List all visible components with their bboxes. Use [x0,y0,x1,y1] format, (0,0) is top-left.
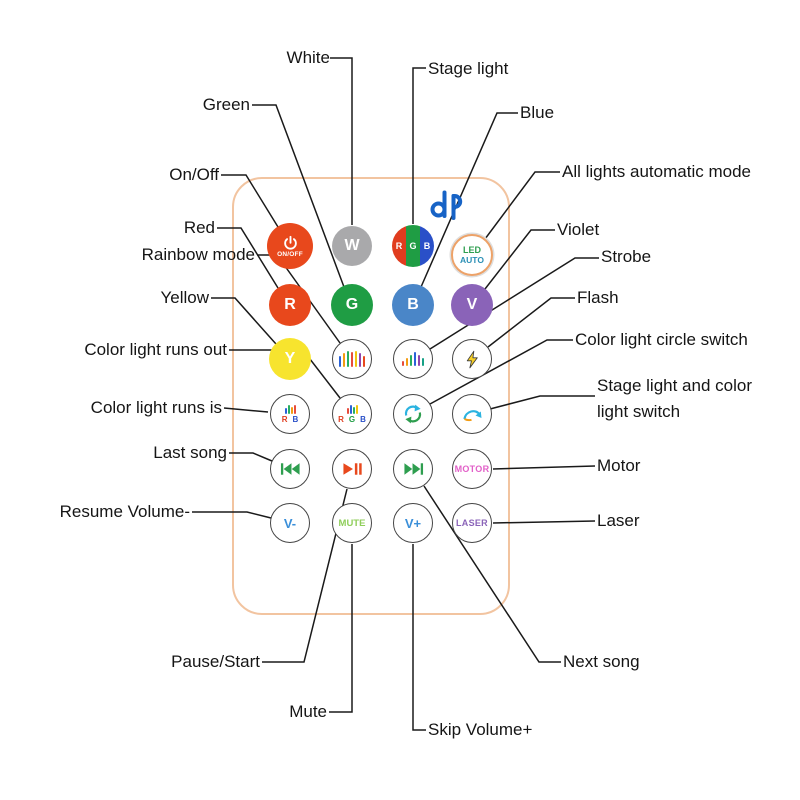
previous-icon [280,463,300,475]
callout-label-green: Green [202,95,250,114]
rgb-g-label: G [409,241,417,251]
runs-out-b: B [360,414,366,424]
color-light-runs-is-button[interactable]: R B [270,394,310,434]
callout-label-flash: Flash [577,288,619,307]
next-icon [403,463,423,475]
laser-button[interactable]: LASER [452,503,492,543]
green-button[interactable]: G [331,284,373,326]
runs-is-r: R [281,414,288,424]
callout-label-violet: Violet [557,220,600,239]
flash-button[interactable] [452,339,492,379]
callout-label-blue: Blue [520,103,555,122]
pause-start-button[interactable] [332,449,372,489]
stage-color-switch-button[interactable] [452,394,492,434]
callout-label-stage-switch: Stage light and color light switch [597,376,752,421]
callout-label-runs-is: Color light runs is [90,398,222,417]
white-button[interactable]: W [332,226,372,266]
callout-label-red: Red [183,218,215,237]
callout-label-on-off: On/Off [169,165,219,184]
cycle-arrows-icon [404,404,422,424]
rgb-button[interactable]: R G B [392,225,434,267]
yellow-button-label: Y [284,350,296,367]
led-auto-line1: LED [463,245,481,255]
mute-button-label: MUTE [338,517,366,529]
strobe-button[interactable] [393,339,433,379]
green-button-label: G [345,296,359,313]
callout-label-runs-out: Color light runs out [84,340,227,359]
runs-out-letters: R G B [338,415,366,424]
violet-button[interactable]: V [451,284,493,326]
motor-button[interactable]: MOTOR [452,449,492,489]
callout-label-skip-volume: Skip Volume+ [428,720,533,739]
laser-button-label: LASER [455,518,488,528]
callout-label-circle-switch: Color light circle switch [575,330,748,349]
color-light-runs-out-button[interactable]: R G B [332,394,372,434]
yellow-button[interactable]: Y [269,338,311,380]
volume-down-button[interactable]: V- [270,503,310,543]
callout-label-white: White [286,48,330,67]
blue-button[interactable]: B [392,284,434,326]
callout-label-strobe: Strobe [601,247,652,266]
power-button[interactable]: ON/OFF [267,223,313,269]
rgb-b-label: B [423,241,431,251]
color-circle-switch-button[interactable] [393,394,433,434]
next-song-button[interactable] [393,449,433,489]
lightning-icon [466,350,478,368]
callout-label-motor: Motor [597,456,641,475]
runs-out-g: G [348,414,356,424]
callout-label-pause-start: Pause/Start [171,652,260,671]
red-button-label: R [284,296,296,313]
color-bars-icon [346,404,358,414]
strobe-bars-icon [401,352,425,366]
callout-label-next-song: Next song [563,652,640,671]
callout-label-mute: Mute [289,702,327,721]
led-auto-button[interactable]: LED AUTO [451,234,493,276]
runs-is-letters: R B [282,415,299,424]
runs-is-b: B [292,414,299,424]
rainbow-bars-icon [338,351,366,367]
led-auto-line2: AUTO [460,255,484,265]
dp-logo-icon [430,190,463,220]
rgb-r-label: R [395,241,403,251]
callout-label-stage-light: Stage light [428,59,509,78]
callout-label-all-lights-auto: All lights automatic mode [562,162,751,181]
volume-down-label: V- [283,515,297,531]
mute-button[interactable]: MUTE [332,503,372,543]
motor-button-label: MOTOR [454,464,490,474]
red-button[interactable]: R [269,284,311,326]
callout-label-laser: Laser [597,511,640,530]
runs-out-r: R [338,414,344,424]
curved-arrow-icon [463,410,482,422]
last-song-button[interactable] [270,449,310,489]
violet-button-label: V [466,296,478,313]
callout-label-resume-volume: Resume Volume- [59,502,190,521]
callout-label-last-song: Last song [153,443,227,462]
rgb-stripes-icon: R G B [392,225,434,267]
callout-label-rainbow-mode: Rainbow mode [141,245,255,264]
callout-label-yellow: Yellow [160,288,209,307]
rainbow-mode-button[interactable] [332,339,372,379]
volume-up-label: V+ [404,515,422,531]
play-pause-icon [342,463,362,475]
color-bars-icon [284,404,296,414]
power-button-label: ON/OFF [277,250,303,258]
white-button-label: W [344,237,360,254]
brand-logo [427,188,467,227]
volume-up-button[interactable]: V+ [393,503,433,543]
blue-button-label: B [407,296,419,313]
power-icon [283,235,297,250]
